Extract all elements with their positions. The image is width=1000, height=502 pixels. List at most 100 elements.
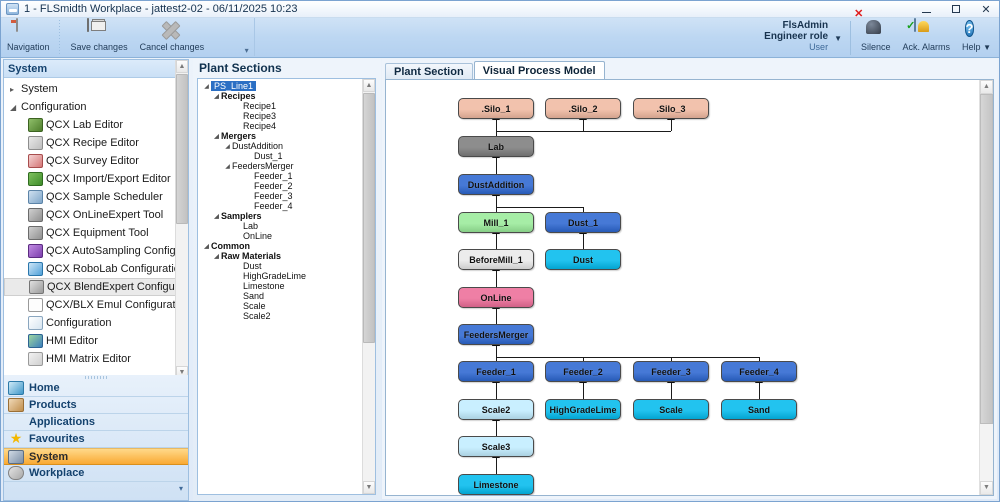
plant-tree-item-mergers[interactable]: Mergers — [198, 131, 362, 141]
process-node-highgradelime[interactable]: HighGradeLime — [545, 399, 621, 420]
system-tree-item-qcx-equipment-tool[interactable]: QCX Equipment Tool — [4, 224, 188, 242]
plant-tree-item-recipe3[interactable]: Recipe3 — [198, 111, 362, 121]
expand-arrow-down-icon[interactable] — [10, 103, 21, 112]
system-tree-item-qcx-onlineexpert-tool[interactable]: QCX OnLineExpert Tool — [4, 206, 188, 224]
system-tree-scrollbar[interactable]: ▲ ▼ — [175, 60, 188, 379]
maximize-button[interactable] — [941, 1, 971, 18]
plant-tree-item-feeder-3[interactable]: Feeder_3 — [198, 191, 362, 201]
ps-scroll-up-icon[interactable]: ▲ — [363, 79, 375, 92]
process-node-limestone[interactable]: Limestone — [458, 474, 534, 495]
expand-arrow-right-icon[interactable] — [10, 85, 21, 94]
tab-visual-process-model[interactable]: Visual Process Model — [473, 61, 605, 80]
scroll-up-icon[interactable]: ▲ — [176, 60, 188, 73]
system-tree-item-qcx-survey-editor[interactable]: QCX Survey Editor — [4, 152, 188, 170]
process-node-mill1[interactable]: Mill_1 — [458, 212, 534, 233]
help-button[interactable]: ? Help ▼ — [956, 18, 997, 58]
nav-expander[interactable]: ▾ — [178, 483, 183, 493]
system-tree-item-qcx-recipe-editor[interactable]: QCX Recipe Editor — [4, 134, 188, 152]
plant-tree-item-dustaddition[interactable]: DustAddition — [198, 141, 362, 151]
nav-grip[interactable] — [4, 375, 188, 380]
plant-tree-item-dust[interactable]: Dust — [198, 261, 362, 271]
system-tree-item-configuration[interactable]: Configuration — [4, 314, 188, 332]
silence-button[interactable]: ✕ Silence — [854, 9, 897, 58]
process-node-scale[interactable]: Scale — [633, 399, 709, 420]
close-button[interactable]: ✕ — [971, 1, 999, 18]
nav-item-home[interactable]: Home — [4, 380, 188, 397]
process-node-silo2[interactable]: .Silo_2 — [545, 98, 621, 119]
process-node-silo1[interactable]: .Silo_1 — [458, 98, 534, 119]
process-node-beforemill1[interactable]: BeforeMill_1 — [458, 249, 534, 270]
ribbon-group-expander[interactable]: ▾ — [244, 46, 249, 55]
system-tree-item-qcx-autosampling-configuration[interactable]: QCX AutoSampling Configuration — [4, 242, 188, 260]
plant-sections-scrollbar[interactable]: ▲ ▼ — [362, 79, 375, 494]
plant-tree-item-feeder-2[interactable]: Feeder_2 — [198, 181, 362, 191]
navigation-button[interactable]: Navigation — [1, 18, 56, 58]
plant-tree-item-scale[interactable]: Scale — [198, 301, 362, 311]
ps-scrollbar-thumb[interactable] — [363, 93, 375, 343]
scrollbar-thumb[interactable] — [176, 74, 188, 224]
system-tree-item-qcx-lab-editor[interactable]: QCX Lab Editor — [4, 116, 188, 134]
process-node-feeder3[interactable]: Feeder_3 — [633, 361, 709, 382]
ps-scroll-down-icon[interactable]: ▼ — [363, 481, 375, 494]
process-node-scale2[interactable]: Scale2 — [458, 399, 534, 420]
plant-tree-item-scale2[interactable]: Scale2 — [198, 311, 362, 321]
plant-tree-item-highgradelime[interactable]: HighGradeLime — [198, 271, 362, 281]
expand-arrow-down-icon[interactable] — [223, 163, 232, 170]
process-node-silo3[interactable]: .Silo_3 — [633, 98, 709, 119]
process-node-feedersmerger[interactable]: FeedersMerger — [458, 324, 534, 345]
process-node-sand[interactable]: Sand — [721, 399, 797, 420]
help-caret-icon[interactable]: ▼ — [983, 43, 991, 52]
canvas-scrollbar[interactable]: ▲ ▼ — [979, 80, 993, 495]
plant-tree-item-common[interactable]: Common — [198, 241, 362, 251]
system-tree-item-system[interactable]: System — [4, 80, 188, 98]
plant-tree-item-limestone[interactable]: Limestone — [198, 281, 362, 291]
process-node-feeder1[interactable]: Feeder_1 — [458, 361, 534, 382]
nav-item-system[interactable]: System — [4, 448, 188, 465]
plant-tree-item-recipes[interactable]: Recipes — [198, 91, 362, 101]
plant-tree-item-raw-materials[interactable]: Raw Materials — [198, 251, 362, 261]
expand-arrow-down-icon[interactable] — [223, 143, 232, 150]
plant-tree-item-ps-line1[interactable]: PS_Line1 — [198, 81, 362, 91]
plant-tree-item-sand[interactable]: Sand — [198, 291, 362, 301]
plant-tree-item-feeder-4[interactable]: Feeder_4 — [198, 201, 362, 211]
system-tree-item-hmi-editor[interactable]: HMI Editor — [4, 332, 188, 350]
canvas-scroll-down-icon[interactable]: ▼ — [980, 481, 993, 495]
system-tree-item-configuration[interactable]: Configuration — [4, 98, 188, 116]
system-tree-item-qcx-blx-emul-configuration[interactable]: QCX/BLX Emul Configuration — [4, 296, 188, 314]
plant-tree-item-online[interactable]: OnLine — [198, 231, 362, 241]
system-tree-item-qcx-sample-scheduler[interactable]: QCX Sample Scheduler — [4, 188, 188, 206]
plant-tree-item-dust-1[interactable]: Dust_1 — [198, 151, 362, 161]
cancel-changes-button[interactable]: Cancel changes — [134, 18, 211, 58]
expand-arrow-down-icon[interactable] — [212, 93, 221, 100]
process-node-dust[interactable]: Dust — [545, 249, 621, 270]
plant-sections-tree[interactable]: PS_Line1RecipesRecipe1Recipe3Recipe4Merg… — [198, 79, 362, 494]
process-node-online[interactable]: OnLine — [458, 287, 534, 308]
expand-arrow-down-icon[interactable] — [212, 133, 221, 140]
system-tree-item-qcx-import-export-editor[interactable]: QCX Import/Export Editor — [4, 170, 188, 188]
minimize-button[interactable] — [911, 1, 941, 18]
plant-tree-item-samplers[interactable]: Samplers — [198, 211, 362, 221]
user-dropdown-caret[interactable]: ▼ — [834, 33, 842, 43]
nav-item-workplace[interactable]: Workplace — [4, 465, 188, 482]
process-node-feeder2[interactable]: Feeder_2 — [545, 361, 621, 382]
nav-item-favourites[interactable]: ★Favourites — [4, 431, 188, 448]
system-tree-item-hmi-matrix-editor[interactable]: HMI Matrix Editor — [4, 350, 188, 368]
system-tree-item-qcx-blendexpert-configuration[interactable]: QCX BlendExpert Configuration — [4, 278, 188, 296]
plant-tree-item-recipe4[interactable]: Recipe4 — [198, 121, 362, 131]
tab-plant-section[interactable]: Plant Section — [385, 63, 473, 80]
expand-arrow-down-icon[interactable] — [212, 253, 221, 260]
nav-item-applications[interactable]: Applications — [4, 414, 188, 431]
canvas-scrollbar-thumb[interactable] — [980, 94, 993, 424]
expand-arrow-down-icon[interactable] — [202, 83, 211, 90]
expand-arrow-down-icon[interactable] — [212, 213, 221, 220]
plant-tree-item-recipe1[interactable]: Recipe1 — [198, 101, 362, 111]
canvas-scroll-up-icon[interactable]: ▲ — [980, 80, 993, 94]
save-changes-button[interactable]: Save changes — [65, 18, 134, 58]
process-node-feeder4[interactable]: Feeder_4 — [721, 361, 797, 382]
nav-item-products[interactable]: Products — [4, 397, 188, 414]
process-node-lab[interactable]: Lab — [458, 136, 534, 157]
expand-arrow-down-icon[interactable] — [202, 243, 211, 250]
process-node-dustaddition[interactable]: DustAddition — [458, 174, 534, 195]
